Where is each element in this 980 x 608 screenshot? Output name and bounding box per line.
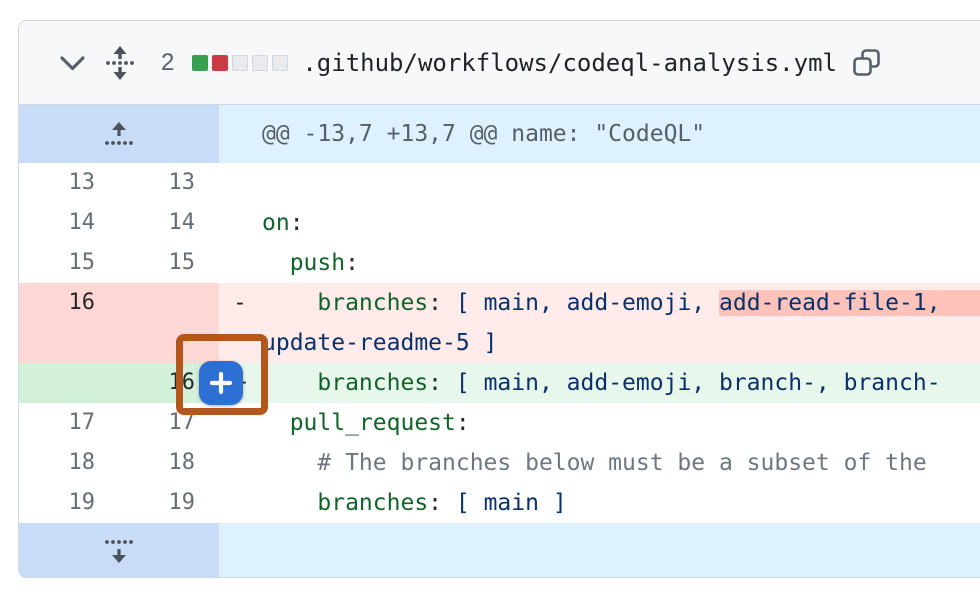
diffstat-square-neutral xyxy=(252,54,269,71)
drag-reorder-icon[interactable] xyxy=(103,45,137,81)
code-cell: + branches: [ main, add-emoji, branch-, … xyxy=(219,363,980,403)
new-line-number[interactable]: 19 xyxy=(168,490,196,515)
code-line: branches: [ main, add-emoji, branch-, br… xyxy=(317,370,941,396)
code-cell: - branches: [ main, add-emoji, add-read-… xyxy=(219,283,980,363)
expand-hunk-down-button[interactable] xyxy=(19,523,219,577)
new-line-number[interactable] xyxy=(119,283,219,363)
diff-row-context: 19 19 branches: [ main ] xyxy=(19,483,980,523)
chevron-down-icon[interactable] xyxy=(59,53,86,73)
diffstat-square-neutral xyxy=(272,54,289,71)
new-line-number[interactable]: 18 xyxy=(168,450,196,475)
changed-lines-count: 2 xyxy=(161,48,175,76)
code-line: branches: [ main ] xyxy=(317,490,567,516)
code-line: push: xyxy=(289,250,359,276)
file-header: 2 .github/workflows/codeql-analysis.yml xyxy=(19,21,980,105)
diff-row-removed: 16 - branches: [ main, add-emoji, add-rea… xyxy=(19,283,980,363)
hunk-header-text: @@ -13,7 +13,7 @@ name: "CodeQL" xyxy=(219,105,980,163)
code-cell: # The branches below must be a subset of… xyxy=(219,443,980,483)
new-line-number[interactable]: 17 xyxy=(168,410,196,435)
old-line-number[interactable]: 14 xyxy=(68,210,96,235)
file-path: .github/workflows/codeql-analysis.yml xyxy=(302,48,837,77)
diffstat-squares xyxy=(192,54,289,71)
expand-bottom-row xyxy=(19,523,980,577)
code-line: on: xyxy=(262,210,304,236)
code-cell: push: xyxy=(219,243,980,283)
diff-row-context: 13 13 xyxy=(19,163,980,203)
new-line-number[interactable]: 14 xyxy=(168,210,196,235)
new-line-number[interactable]: 15 xyxy=(168,250,196,275)
hunk-header-row: @@ -13,7 +13,7 @@ name: "CodeQL" xyxy=(19,105,980,163)
diff-row-added: 16+ branches: [ main, add-emoji, branch-… xyxy=(19,363,980,403)
old-line-number[interactable]: 17 xyxy=(68,410,96,435)
expand-up-icon xyxy=(105,122,133,145)
old-line-number[interactable] xyxy=(19,363,119,403)
code-cell: branches: [ main ] xyxy=(219,483,980,523)
code-line: pull_request: xyxy=(289,410,470,436)
expand-bottom-spacer xyxy=(219,523,980,577)
diff-row-context: 18 18 # The branches below must be a subs… xyxy=(19,443,980,483)
plus-icon xyxy=(209,371,233,395)
code-cell: on: xyxy=(219,203,980,243)
expand-hunk-up-button[interactable] xyxy=(19,105,219,163)
old-line-number[interactable]: 15 xyxy=(68,250,96,275)
diff-row-context: 17 17 pull_request: xyxy=(19,403,980,443)
code-cell: pull_request: xyxy=(219,403,980,443)
old-line-number[interactable]: 13 xyxy=(68,170,96,195)
code-line xyxy=(219,163,980,203)
code-line: branches: [ main, add-emoji, add-read-fi… xyxy=(219,283,980,323)
diffstat-square-deleted xyxy=(212,54,229,71)
new-line-number[interactable]: 13 xyxy=(168,170,196,195)
diff-marker: - xyxy=(233,290,247,316)
code-cell xyxy=(219,163,980,203)
add-comment-button[interactable] xyxy=(199,361,243,405)
diffstat-square-added xyxy=(192,54,209,71)
diff-rows: 13 13 14 14 on: 15 15 push: 16 - branches: [ mai… xyxy=(19,163,980,523)
old-line-number[interactable]: 16 xyxy=(19,283,119,363)
code-line: # The branches below must be a subset of… xyxy=(317,450,927,476)
diff-row-context: 15 15 push: xyxy=(19,243,980,283)
diff-row-context: 14 14 on: xyxy=(19,203,980,243)
code-line: update-readme-5 ] xyxy=(262,330,498,356)
expand-down-icon xyxy=(105,539,133,563)
old-line-number[interactable]: 19 xyxy=(68,490,96,515)
diffstat-square-neutral xyxy=(232,54,249,71)
old-line-number[interactable]: 18 xyxy=(68,450,96,475)
diff-file-container: 2 .github/workflows/codeql-analysis.yml … xyxy=(18,20,980,578)
copy-icon[interactable] xyxy=(851,47,882,78)
